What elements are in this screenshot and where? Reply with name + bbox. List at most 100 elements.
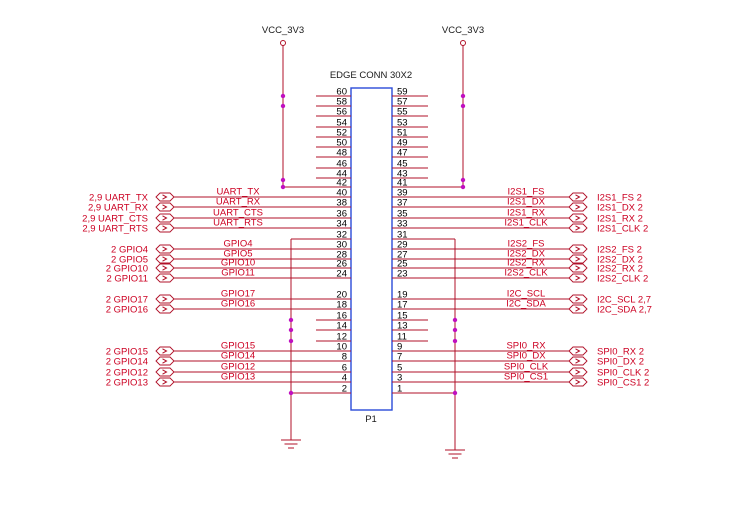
port-connector-icon (568, 223, 588, 233)
port-label-right: I2S2_FS 2 (597, 245, 642, 256)
port-connector-icon (568, 294, 588, 304)
pin-number-left: 26 (336, 259, 347, 270)
junction-group (280, 93, 466, 396)
pin-number-left: 18 (336, 300, 347, 311)
port-connector-icon (155, 377, 175, 387)
port-arrow-icon (575, 348, 581, 354)
net-label-left: UART_CTS (213, 208, 263, 219)
power-label-left: VCC_3V3 (262, 25, 304, 36)
pin-number-right: 37 (397, 198, 408, 209)
pin-number-right: 53 (397, 118, 408, 129)
power-junction-dot (280, 93, 286, 99)
ground-junction-dot (452, 390, 458, 396)
port-connector-icon (155, 254, 175, 264)
port-label-left: 2 GPIO4 (111, 245, 148, 256)
ground-junction-dot (288, 317, 294, 323)
port-arrow-icon (162, 358, 168, 364)
port-label-left: 2 GPIO13 (106, 378, 148, 389)
port-connector-icon (568, 263, 588, 273)
port-arrow-icon (575, 275, 581, 281)
net-label-right: I2C_SCL (507, 289, 546, 300)
port-arrow-icon (575, 194, 581, 200)
port-label-left: 2,9 UART_RX (88, 203, 149, 214)
pin-number-left: 46 (336, 159, 347, 170)
net-label-right: I2S1_DX (507, 197, 546, 208)
power-junction-dot (460, 93, 466, 99)
pin-number-right: 7 (397, 352, 402, 363)
port-arrow-icon (575, 358, 581, 364)
pin-number-left: 14 (336, 321, 347, 332)
port-arrow-icon (162, 256, 168, 262)
pin-number-right: 57 (397, 97, 408, 108)
port-label-left: 2 GPIO16 (106, 305, 148, 316)
pin-number-right: 25 (397, 259, 408, 270)
port-label-right: I2S1_CLK 2 (597, 224, 648, 235)
net-label-right: SPI0_DX (506, 351, 546, 362)
port-connector-icon (155, 263, 175, 273)
net-label-left: GPIO14 (221, 351, 255, 362)
port-label-right: I2S1_FS 2 (597, 193, 642, 204)
pin-number-left: 48 (336, 148, 347, 159)
port-label-left: 2,9 UART_TX (89, 193, 149, 204)
port-label-left: 2 GPIO15 (106, 347, 148, 358)
port-arrow-icon (162, 225, 168, 231)
net-label-left: GPIO4 (223, 239, 252, 250)
port-label-right: SPI0_CLK 2 (597, 368, 649, 379)
net-label-left: UART_RX (216, 197, 261, 208)
power-junction-dot (460, 103, 466, 109)
pin-number-right: 39 (397, 188, 408, 199)
net-label-left: GPIO15 (221, 341, 255, 352)
connector-body (350, 87, 393, 411)
pin-number-right: 15 (397, 311, 408, 322)
power-symbol-left (280, 40, 286, 46)
port-connector-icon (568, 192, 588, 202)
port-label-right: SPI0_RX 2 (597, 347, 644, 358)
pin-number-left: 24 (336, 269, 347, 280)
net-label-left: GPIO11 (221, 268, 255, 279)
power-junction-dot (460, 177, 466, 183)
port-connector-icon (155, 202, 175, 212)
port-connector-icon (155, 367, 175, 377)
port-arrow-icon (162, 246, 168, 252)
pin-number-right: 41 (397, 178, 408, 189)
pin-number-right: 1 (397, 384, 402, 395)
component-name: EDGE CONN 30X2 (330, 70, 412, 81)
pin-number-right: 5 (397, 363, 402, 374)
pin-number-right: 35 (397, 209, 408, 220)
power-symbol-right (460, 40, 466, 46)
pin-number-right: 51 (397, 128, 408, 139)
pin-number-left: 44 (336, 169, 347, 180)
net-label-right: SPI0_RX (506, 341, 546, 352)
port-connector-icon (568, 346, 588, 356)
port-label-left: 2,9 UART_CTS (82, 214, 148, 225)
net-label-left: UART_RTS (213, 218, 263, 229)
pin-number-left: 30 (336, 240, 347, 251)
port-label-right: I2S2_DX 2 (597, 255, 643, 266)
port-label-right: I2C_SDA 2,7 (597, 305, 652, 316)
pin-number-left: 34 (336, 219, 347, 230)
net-label-left: GPIO17 (221, 289, 255, 300)
pin-number-right: 31 (397, 230, 408, 241)
net-label-right: I2S1_FS (508, 187, 545, 198)
port-arrow-icon (162, 265, 168, 271)
port-arrow-icon (575, 265, 581, 271)
net-label-left: GPIO13 (221, 372, 255, 383)
port-connector-icon (155, 273, 175, 283)
ground-junction-dot (288, 338, 294, 344)
ground-junction-dot (288, 390, 294, 396)
pin-number-left: 28 (336, 250, 347, 261)
port-label-left: 2 GPIO12 (106, 368, 148, 379)
port-arrow-icon (575, 246, 581, 252)
pin-number-right: 45 (397, 159, 408, 170)
pin-number-right: 59 (397, 87, 408, 98)
net-label-left: GPIO10 (221, 258, 255, 269)
pin-number-right: 27 (397, 250, 408, 261)
port-arrow-icon (575, 296, 581, 302)
ground-junction-dot (452, 317, 458, 323)
pin-number-right: 29 (397, 240, 408, 251)
pin-number-right: 13 (397, 321, 408, 332)
port-label-left: 2,9 UART_RTS (82, 224, 148, 235)
pin-number-right: 11 (397, 332, 407, 343)
net-label-right: I2S1_CLK (504, 218, 548, 229)
pin-number-left: 38 (336, 198, 347, 209)
